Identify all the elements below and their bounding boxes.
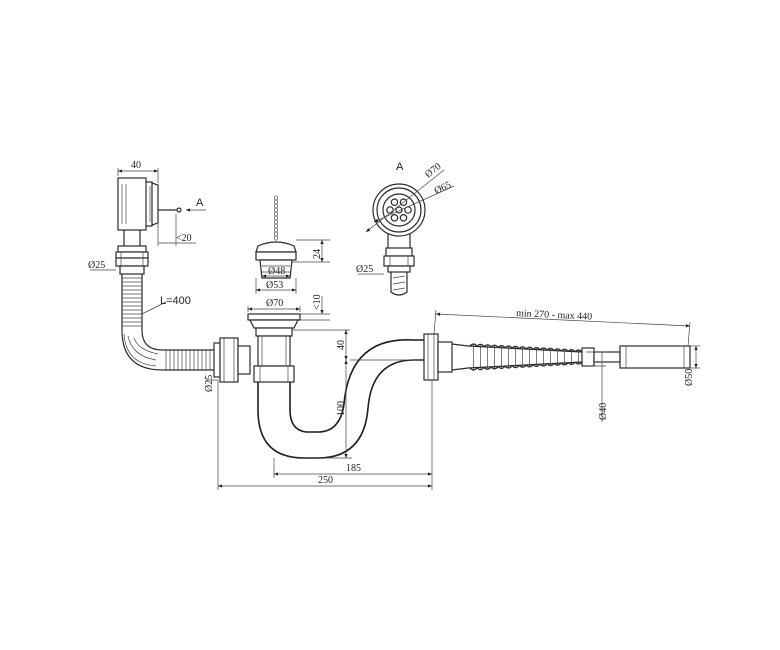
view-a-outer-label: Ø70 — [423, 161, 443, 180]
chain-link — [274, 207, 278, 213]
bottle-trap — [247, 313, 453, 459]
chain-link — [274, 227, 278, 233]
drain-hole — [399, 198, 408, 207]
plug-height-label: 24 — [312, 249, 323, 259]
view-a: A Ø70 Ø65 Ø25 — [356, 161, 455, 296]
chain-link — [274, 211, 278, 217]
overflow-hose: L=400 — [121, 274, 214, 371]
trap-dimensions: Ø70 <10 40 100 185 250 — [217, 294, 433, 490]
trap-drop-label: 100 — [336, 401, 347, 416]
chain-link — [274, 203, 278, 209]
overflow-dimensions: 40 <20 A Ø25 — [88, 160, 206, 271]
chain-link — [274, 219, 278, 225]
side-nipple-label: Ø25 — [204, 375, 215, 392]
overflow-depth-label: <20 — [176, 233, 192, 244]
overflow-nipple-label: Ø25 — [88, 260, 105, 271]
view-a-nipple-label: Ø25 — [356, 264, 373, 275]
plug-inner-label: Ø48 — [268, 266, 285, 277]
chain-link — [274, 223, 278, 229]
outlet-diameter-label: Ø50 — [684, 369, 695, 386]
overflow-width-label: 40 — [131, 160, 141, 171]
side-connector: Ø25 — [204, 337, 251, 392]
view-a-inner-label: Ø65 — [433, 180, 453, 197]
chain-link — [274, 199, 278, 205]
hose-length-label: L=400 — [160, 295, 191, 307]
trap-reach-label: 185 — [346, 463, 361, 474]
drain-hole — [399, 213, 408, 222]
view-a-title: A — [396, 161, 404, 173]
plug-outer-label: Ø53 — [266, 280, 283, 291]
chain-link — [274, 235, 278, 241]
chain-link — [274, 195, 278, 201]
trap-top-label: Ø70 — [266, 298, 283, 309]
inlet-height-label: 40 — [336, 340, 347, 350]
extension-label: min 270 - max 440 — [516, 308, 593, 323]
total-reach-label: 250 — [318, 475, 333, 486]
drain-hole — [390, 213, 399, 222]
chain-link — [274, 215, 278, 221]
corrugated-outlet — [451, 343, 691, 371]
rim-label: <10 — [312, 294, 323, 310]
plug-with-chain: 24 Ø48 Ø53 — [255, 195, 330, 294]
drain-hole — [390, 198, 399, 207]
corrugated-diameter-label: Ø40 — [598, 403, 609, 420]
overflow-assembly — [115, 177, 182, 275]
chain-link — [274, 231, 278, 237]
outlet-dimensions: min 270 - max 440 Ø50 Ø40 — [433, 308, 700, 422]
view-marker-label: A — [196, 197, 204, 209]
